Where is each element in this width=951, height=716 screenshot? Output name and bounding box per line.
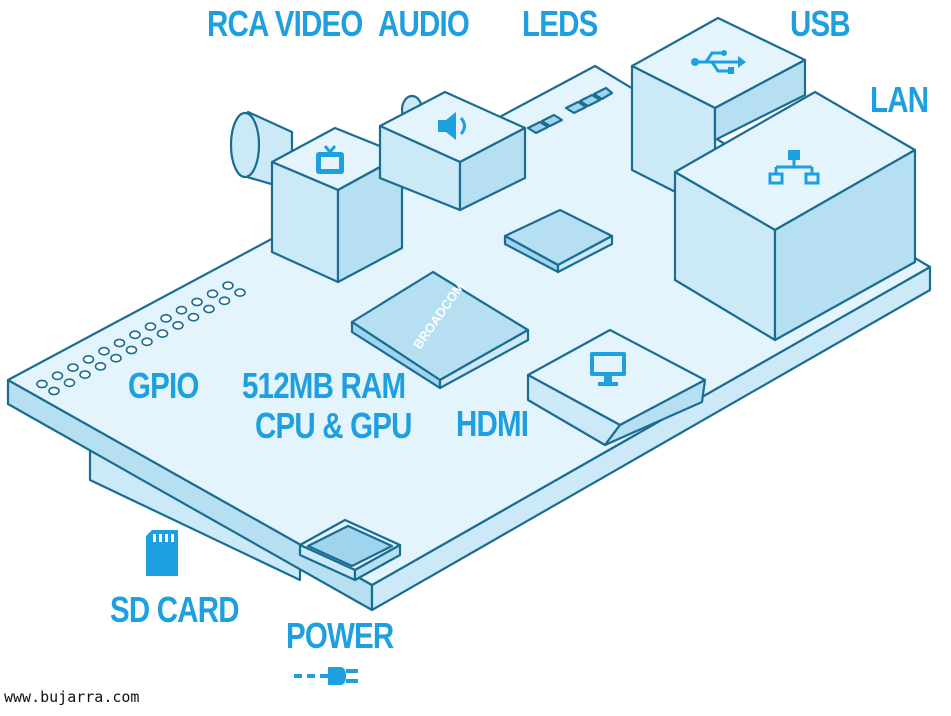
power-connector (298, 518, 402, 582)
gpio-pin (160, 313, 172, 323)
gpio-pin (67, 363, 79, 372)
gpio-pin (156, 329, 169, 338)
label-gpio: GPIO (128, 365, 199, 406)
monitor-icon (590, 352, 626, 386)
gpio-pin (94, 361, 107, 371)
label-power: POWER (286, 615, 394, 656)
gpio-pin (203, 304, 215, 314)
gpio-pin (129, 330, 141, 340)
watermark: www.bujarra.com (4, 688, 140, 706)
label-ram: 512MB RAM (242, 365, 406, 406)
rca-video-connector (229, 110, 404, 284)
status-leds (526, 86, 614, 135)
lan-connector (673, 90, 917, 342)
gpio-pin (234, 288, 246, 297)
label-leds: LEDS (522, 3, 598, 44)
gpio-pin (141, 337, 153, 347)
gpio-pin (63, 378, 76, 388)
gpio-pin (125, 345, 138, 355)
gpio-pin (110, 353, 122, 363)
gpio-pin (218, 296, 231, 306)
tv-icon (316, 145, 344, 174)
speaker-icon (438, 112, 466, 140)
hdmi-connector (526, 328, 707, 447)
sd-card-icon (146, 530, 178, 576)
gpio-pin (172, 320, 184, 330)
gpio-pin (98, 346, 110, 356)
audio-connector (378, 90, 527, 212)
power-plug-icon (294, 667, 358, 685)
label-audio: AUDIO (378, 3, 470, 44)
label-hdmi: HDMI (456, 403, 529, 444)
usb-icon (691, 50, 746, 74)
gpio-pin (113, 338, 126, 348)
broadcom-soc: BROADCOM (350, 270, 530, 390)
gpio-pin (36, 379, 48, 389)
gpio-pin (222, 281, 234, 290)
gpio-pins (36, 281, 246, 396)
gpio-pin (187, 312, 200, 322)
label-cpu-gpu: CPU & GPU (255, 405, 412, 446)
label-usb: USB (790, 3, 851, 44)
gpio-pin (175, 305, 188, 315)
gpio-pin (51, 371, 64, 381)
gpio-pin (206, 289, 219, 299)
gpio-pin (82, 354, 95, 364)
gpio-pin (191, 297, 203, 307)
label-rca-video: RCA VIDEO (207, 3, 363, 44)
gpio-pin (144, 322, 157, 331)
label-sd-card: SD CARD (110, 589, 240, 630)
gpio-pin (79, 370, 91, 379)
label-lan: LAN (870, 79, 929, 120)
memory-chip (503, 208, 614, 274)
gpio-pin (48, 386, 60, 396)
network-icon (768, 150, 820, 185)
